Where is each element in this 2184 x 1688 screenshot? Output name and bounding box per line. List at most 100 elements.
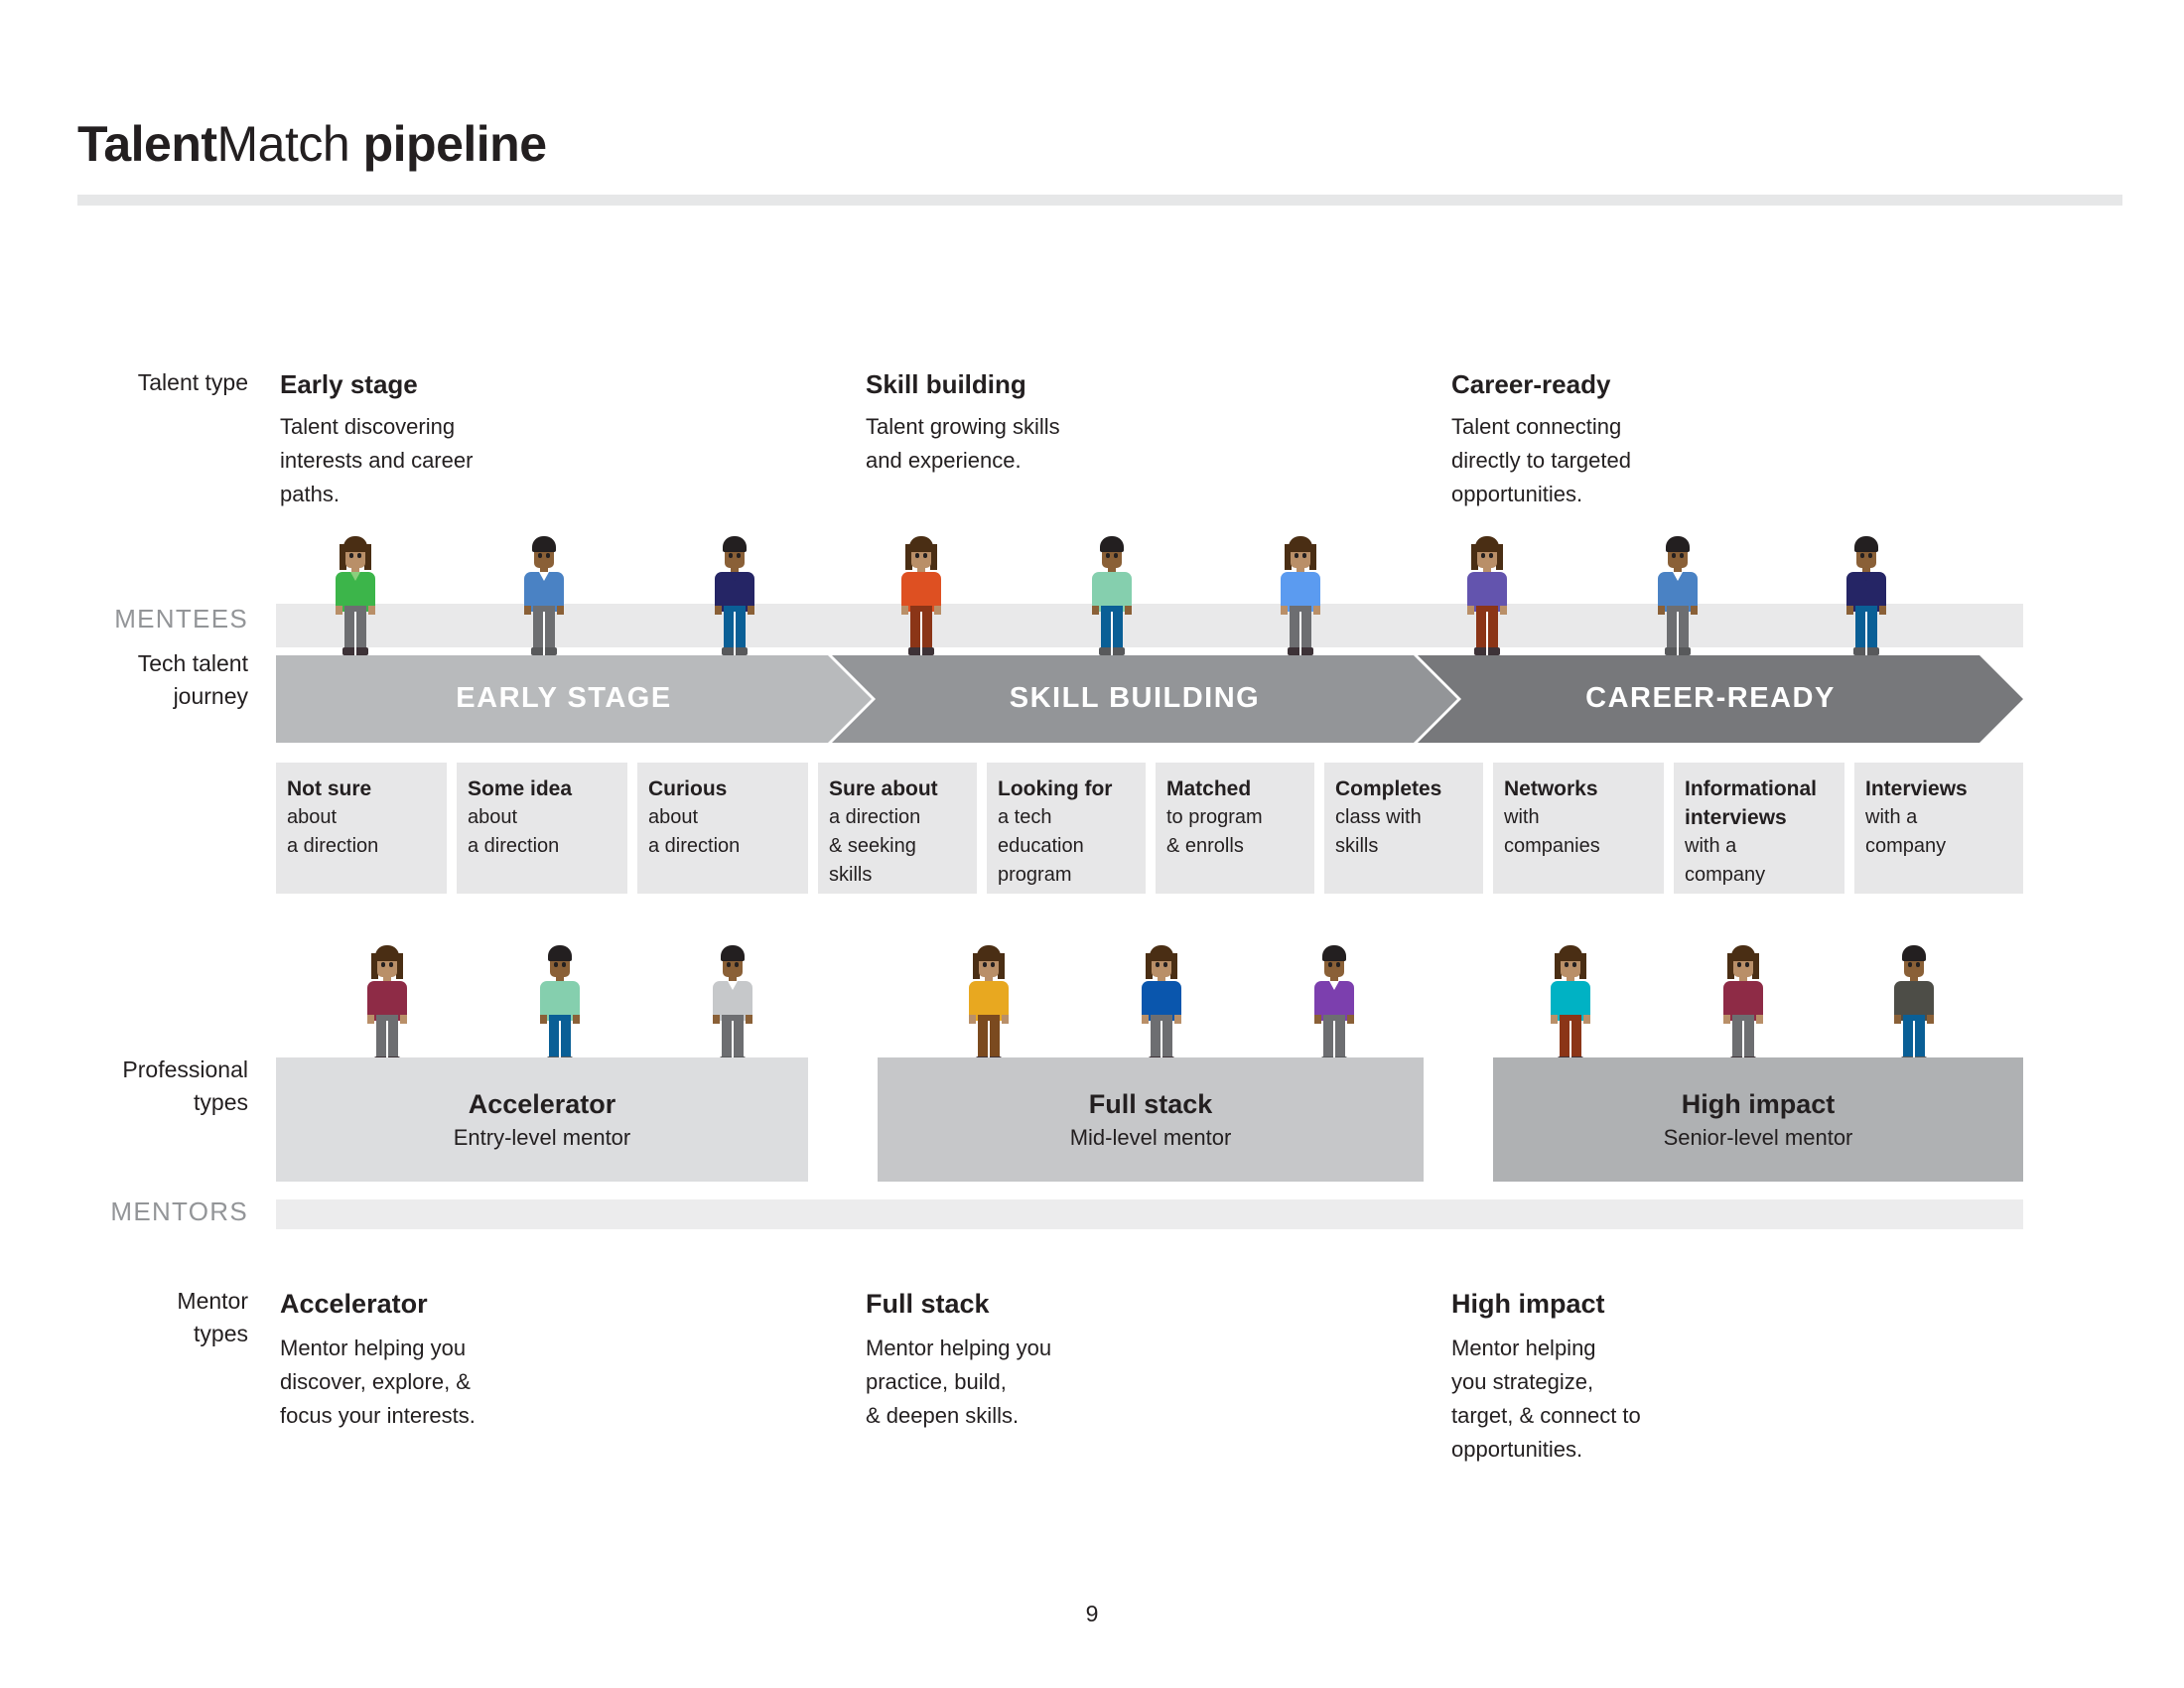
- gutter-label-mentor-types-line2: types: [194, 1321, 248, 1346]
- figure-hand-right: [746, 1015, 752, 1024]
- figure-shoe-right: [356, 647, 368, 655]
- figure-neck: [1739, 975, 1747, 983]
- figure-leg-split: [1570, 1021, 1571, 1058]
- figure-shoe-left: [1288, 647, 1299, 655]
- figure-hand-right: [573, 1015, 580, 1024]
- figure-hair: [375, 945, 399, 961]
- figure-hand-right: [1879, 606, 1886, 615]
- figure-eye-left: [381, 962, 385, 967]
- figure-hand-right: [1583, 1015, 1590, 1024]
- mentor-type-desc-line2: practice, build,: [866, 1369, 1007, 1394]
- mentee-figure: [516, 536, 572, 659]
- journey-stage-box-title: Interviews: [1865, 777, 1968, 800]
- figure-shoe-left: [1853, 647, 1865, 655]
- journey-stage-box-line: company: [1865, 835, 1947, 857]
- figure-eye-right: [1336, 962, 1340, 967]
- mentor-type-desc-line2: you strategize,: [1451, 1369, 1594, 1394]
- figure-eye-right: [546, 553, 550, 558]
- figure-eye-right: [1916, 962, 1920, 967]
- mentee-figure: [893, 536, 949, 659]
- figure-hand-right: [748, 606, 754, 615]
- journey-stage-box-title: Not sure: [287, 777, 372, 800]
- figure-collar: [1909, 981, 1919, 990]
- figure-hair-right: [1309, 544, 1316, 570]
- figure-hand-left: [1092, 606, 1099, 615]
- figure-eye-right: [1163, 962, 1167, 967]
- figure-eye-right: [389, 962, 393, 967]
- figure-eye-left: [1328, 962, 1332, 967]
- figure-collar: [984, 981, 994, 990]
- page-title: TalentMatch pipeline: [77, 119, 2103, 169]
- journey-stage-box-line: about: [648, 806, 699, 828]
- figure-neck: [1330, 975, 1338, 983]
- gutter-label-journey-line2: journey: [173, 683, 248, 709]
- figure-neck: [540, 566, 548, 574]
- figure-hand-left: [1281, 606, 1288, 615]
- figure-collar: [730, 572, 740, 581]
- figure-collar: [1861, 572, 1871, 581]
- mentor-type-block-full-stack: Full stack Mentor helping you practice, …: [866, 1286, 1203, 1433]
- figure-collar: [1673, 572, 1683, 581]
- figure-collar: [916, 572, 926, 581]
- figure-collar: [1296, 572, 1305, 581]
- mentee-figure: [1084, 536, 1140, 659]
- journey-stage-box-line: about: [287, 806, 338, 828]
- journey-stage-box-line: a direction: [648, 835, 741, 857]
- figure-collar: [1566, 981, 1575, 990]
- figure-eye-left: [1106, 553, 1110, 558]
- figure-eye-left: [1737, 962, 1741, 967]
- figure-collar: [728, 981, 738, 990]
- figure-collar: [1107, 572, 1117, 581]
- figure-neck: [351, 566, 359, 574]
- figure-hand-right: [1125, 606, 1132, 615]
- talent-type-title: Skill building: [866, 369, 1026, 399]
- talent-type-block-skill-building: Skill building Talent growing skills and…: [866, 367, 1193, 478]
- journey-stage-box-line: skills: [829, 864, 873, 886]
- figure-hand-right: [1347, 1015, 1354, 1024]
- figure-neck: [1567, 975, 1574, 983]
- figure-hair: [1289, 536, 1312, 552]
- figure-hair: [1322, 945, 1346, 961]
- figure-hair-right: [364, 544, 371, 570]
- figure-hair-left: [371, 953, 378, 979]
- journey-stage-box-line: a direction: [468, 835, 560, 857]
- figure-hand-right: [934, 606, 941, 615]
- figure-shoe-left: [531, 647, 543, 655]
- figure-leg-split: [543, 612, 545, 649]
- figure-shoe-right: [1301, 647, 1313, 655]
- figure-eye-left: [1565, 962, 1569, 967]
- figure-neck: [731, 566, 739, 574]
- journey-stage-box-line: company: [1685, 864, 1766, 886]
- figure-hair-left: [905, 544, 912, 570]
- figure-hand-left: [969, 1015, 976, 1024]
- figure-eye-right: [1868, 553, 1872, 558]
- journey-stage-box-line: to program: [1166, 806, 1263, 828]
- figure-hair: [723, 536, 747, 552]
- journey-stage-box-line: education: [998, 835, 1084, 857]
- journey-stage-box-title: Some idea: [468, 777, 573, 800]
- figure-shoe-right: [1488, 647, 1500, 655]
- figure-hand-left: [1846, 606, 1853, 615]
- journey-arrow-segment: SKILL BUILDING: [832, 655, 1457, 743]
- mentor-figure: [961, 945, 1017, 1068]
- figure-hair-left: [340, 544, 346, 570]
- talent-type-block-career-ready: Career-ready Talent connecting directly …: [1451, 367, 1779, 511]
- figure-collar: [1329, 981, 1339, 990]
- figure-eye-left: [1156, 962, 1160, 967]
- figure-leg-split: [1333, 1021, 1335, 1058]
- journey-stage-box-line: with a: [1685, 835, 1737, 857]
